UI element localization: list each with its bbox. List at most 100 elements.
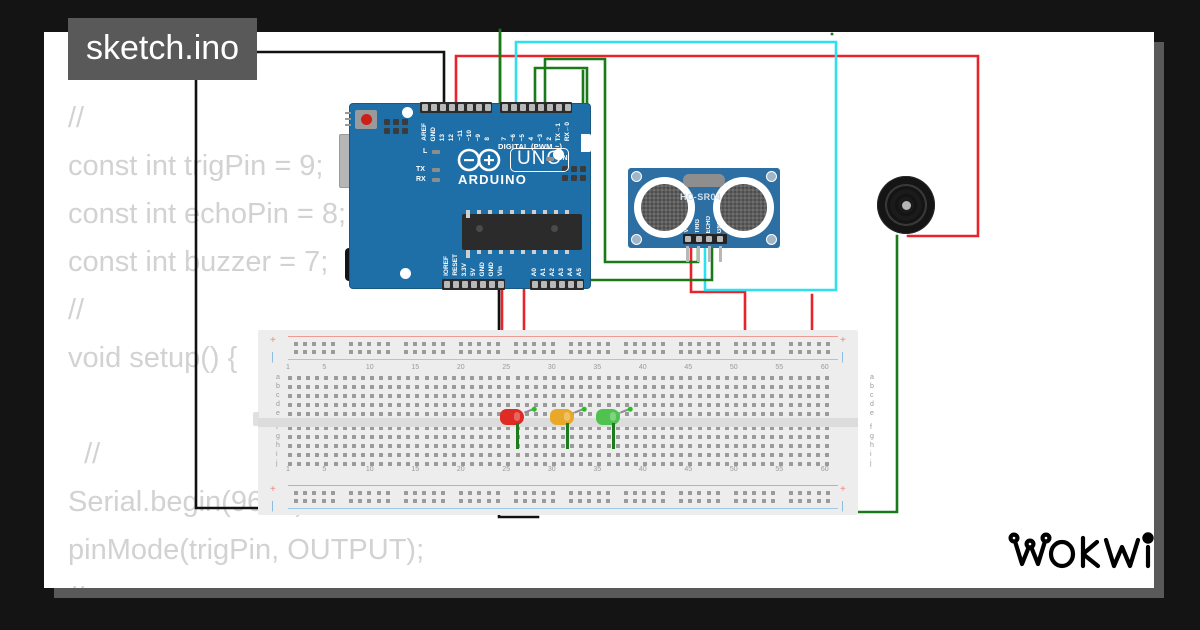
breadboard-hole[interactable] xyxy=(679,426,684,430)
breadboard-hole[interactable] xyxy=(660,491,665,495)
breadboard-hole[interactable] xyxy=(752,491,757,495)
breadboard-hole[interactable] xyxy=(351,394,356,399)
breadboard-hole[interactable] xyxy=(533,376,538,380)
breadboard-hole[interactable] xyxy=(515,453,520,458)
breadboard-hole[interactable] xyxy=(333,376,338,380)
breadboard-hole[interactable] xyxy=(743,453,747,458)
breadboard-hole[interactable] xyxy=(524,426,529,430)
breadboard-hole[interactable] xyxy=(369,453,374,458)
breadboard-hole[interactable] xyxy=(433,394,438,399)
breadboard-hole[interactable] xyxy=(470,426,474,430)
breadboard-hole[interactable] xyxy=(779,376,784,380)
breadboard-hole[interactable] xyxy=(523,342,528,346)
breadboard-hole[interactable] xyxy=(413,491,418,495)
breadboard-hole[interactable] xyxy=(460,453,465,458)
breadboard-hole[interactable] xyxy=(413,342,418,346)
breadboard-hole[interactable] xyxy=(569,350,573,354)
breadboard-hole[interactable] xyxy=(532,342,537,346)
breadboard-hole[interactable] xyxy=(605,342,610,346)
breadboard-hole[interactable] xyxy=(624,394,629,399)
breadboard-hole[interactable] xyxy=(312,342,317,346)
breadboard-hole[interactable] xyxy=(579,453,584,458)
breadboard-hole[interactable] xyxy=(642,412,647,417)
breadboard-hole[interactable] xyxy=(486,350,491,354)
breadboard-hole[interactable] xyxy=(706,403,711,408)
breadboard-hole[interactable] xyxy=(294,350,298,354)
breadboard-hole[interactable] xyxy=(497,403,502,408)
breadboard-hole[interactable] xyxy=(743,342,748,346)
breadboard-hole[interactable] xyxy=(815,394,820,399)
breadboard-hole[interactable] xyxy=(424,462,429,467)
breadboard-hole[interactable] xyxy=(523,350,528,354)
breadboard-hole[interactable] xyxy=(597,462,602,467)
breadboard-hole[interactable] xyxy=(807,342,812,346)
breadboard-hole[interactable] xyxy=(460,394,465,399)
breadboard-hole[interactable] xyxy=(297,376,302,380)
breadboard-hole[interactable] xyxy=(433,403,438,408)
breadboard-hole[interactable] xyxy=(788,462,793,467)
breadboard-hole[interactable] xyxy=(442,412,447,417)
breadboard-hole[interactable] xyxy=(477,499,482,503)
breadboard-hole[interactable] xyxy=(724,403,729,408)
breadboard-hole[interactable] xyxy=(451,385,456,390)
breadboard-hole[interactable] xyxy=(715,342,720,346)
breadboard-hole[interactable] xyxy=(761,499,766,503)
breadboard-hole[interactable] xyxy=(431,491,436,495)
breadboard-hole[interactable] xyxy=(459,342,463,346)
breadboard-hole[interactable] xyxy=(369,444,374,449)
breadboard-hole[interactable] xyxy=(633,453,638,458)
breadboard-hole[interactable] xyxy=(670,426,675,430)
breadboard-hole[interactable] xyxy=(697,394,702,399)
breadboard-hole[interactable] xyxy=(579,435,584,440)
breadboard-hole[interactable] xyxy=(633,350,638,354)
breadboard-hole[interactable] xyxy=(752,350,757,354)
breadboard-hole[interactable] xyxy=(561,444,565,449)
breadboard-hole[interactable] xyxy=(806,412,811,417)
breadboard-hole[interactable] xyxy=(615,444,620,449)
breadboard-hole[interactable] xyxy=(652,376,656,380)
breadboard-hole[interactable] xyxy=(807,499,812,503)
breadboard-hole[interactable] xyxy=(661,444,666,449)
breadboard-hole[interactable] xyxy=(433,385,438,390)
breadboard-hole[interactable] xyxy=(579,412,584,417)
breadboard-hole[interactable] xyxy=(451,462,456,467)
breadboard-hole[interactable] xyxy=(724,426,729,430)
breadboard-hole[interactable] xyxy=(697,426,702,430)
breadboard-hole[interactable] xyxy=(624,453,629,458)
breadboard-hole[interactable] xyxy=(315,435,320,440)
breadboard-hole[interactable] xyxy=(342,444,347,449)
breadboard-hole[interactable] xyxy=(551,462,556,467)
breadboard-hole[interactable] xyxy=(294,491,298,495)
breadboard-hole[interactable] xyxy=(451,376,456,380)
breadboard-hole[interactable] xyxy=(415,403,420,408)
breadboard-hole[interactable] xyxy=(743,385,747,390)
breadboard-hole[interactable] xyxy=(404,499,408,503)
breadboard-hole[interactable] xyxy=(388,385,393,390)
breadboard-hole[interactable] xyxy=(806,435,811,440)
breadboard-hole[interactable] xyxy=(379,462,383,467)
breadboard-hole[interactable] xyxy=(367,499,372,503)
breadboard-hole[interactable] xyxy=(761,412,766,417)
breadboard-hole[interactable] xyxy=(779,462,784,467)
breadboard-hole[interactable] xyxy=(306,412,311,417)
breadboard-hole[interactable] xyxy=(724,462,729,467)
breadboard-hole[interactable] xyxy=(315,394,320,399)
breadboard-hole[interactable] xyxy=(524,403,529,408)
breadboard-hole[interactable] xyxy=(342,376,347,380)
breadboard-hole[interactable] xyxy=(633,394,638,399)
breadboard-hole[interactable] xyxy=(488,462,493,467)
breadboard-hole[interactable] xyxy=(442,403,447,408)
breadboard-hole[interactable] xyxy=(679,453,684,458)
breadboard-hole[interactable] xyxy=(451,403,456,408)
breadboard-hole[interactable] xyxy=(330,499,335,503)
breadboard-hole[interactable] xyxy=(670,394,675,399)
breadboard-hole[interactable] xyxy=(715,426,720,430)
breadboard-hole[interactable] xyxy=(376,491,381,495)
breadboard-hole[interactable] xyxy=(369,394,374,399)
breadboard-hole[interactable] xyxy=(679,350,683,354)
breadboard-hole[interactable] xyxy=(752,412,757,417)
breadboard-hole[interactable] xyxy=(351,453,356,458)
breadboard-hole[interactable] xyxy=(477,491,482,495)
breadboard-hole[interactable] xyxy=(397,444,402,449)
breadboard-hole[interactable] xyxy=(379,444,383,449)
